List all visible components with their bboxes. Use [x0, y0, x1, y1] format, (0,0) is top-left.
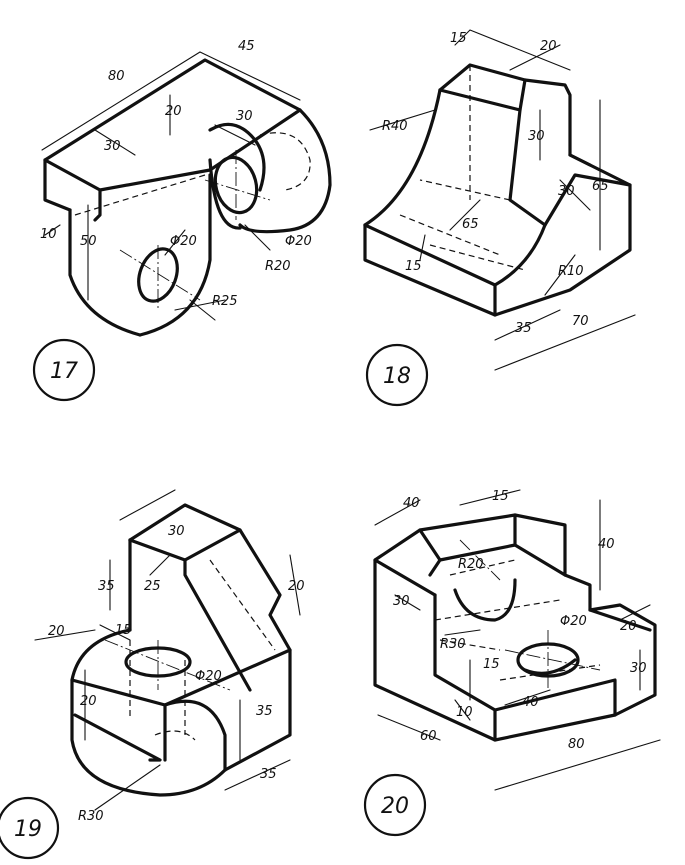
dim-30-a: 30 — [104, 139, 121, 154]
dim-40-a: 40 — [403, 496, 420, 511]
figure-17: 80 45 20 30 30 10 50 Φ20 Φ20 R20 R25 17 — [32, 39, 332, 402]
dim-30-b: 30 — [558, 184, 575, 199]
dim-20: 20 — [540, 39, 557, 54]
dim-65-a: 65 — [462, 217, 479, 232]
dim-phi20-b: Φ20 — [285, 234, 312, 249]
dim-45: 45 — [238, 39, 255, 54]
dim-35-a: 35 — [98, 579, 115, 594]
dim-30: 30 — [528, 129, 545, 144]
dim-20: 20 — [620, 619, 637, 634]
figure-18-badge — [365, 343, 429, 407]
dim-50: 50 — [80, 234, 97, 249]
dim-20-b: 20 — [48, 624, 65, 639]
dim-phi20-a: Φ20 — [170, 234, 197, 249]
dim-phi20: Φ20 — [560, 614, 587, 629]
dim-80: 80 — [108, 69, 125, 84]
dim-40-c: 40 — [522, 695, 539, 710]
figure-18-number: 18 — [383, 364, 411, 389]
dim-20: 20 — [165, 104, 182, 119]
dim-80: 80 — [568, 737, 585, 752]
dim-10: 10 — [456, 705, 473, 720]
figure-18: 15 20 R40 30 65 30 65 15 R10 35 70 18 — [363, 29, 636, 407]
dim-30-a: 30 — [393, 594, 410, 609]
figure-20-badge — [363, 773, 427, 837]
dim-60: 60 — [420, 729, 437, 744]
dim-10: 10 — [40, 227, 57, 242]
figure-19: 30 35 25 20 20 15 Φ20 20 35 35 R30 19 — [0, 489, 305, 860]
dim-r20: R20 — [265, 259, 291, 274]
dim-40-b: 40 — [598, 537, 615, 552]
dim-r30: R30 — [78, 809, 104, 824]
dim-35-c: 35 — [260, 767, 277, 782]
dim-20-a: 20 — [288, 579, 305, 594]
dim-r25: R25 — [212, 294, 238, 309]
figure-19-number: 19 — [14, 817, 42, 842]
dim-15: 15 — [450, 31, 467, 46]
dim-70: 70 — [572, 314, 589, 329]
dim-15: 15 — [115, 623, 132, 638]
dim-25: 25 — [144, 579, 161, 594]
figure-20: 40 15 R20 40 30 R30 15 Φ20 20 30 10 40 6… — [363, 489, 661, 837]
figure-17-badge — [32, 338, 96, 402]
dim-r30: R30 — [440, 637, 466, 652]
figure-20-number: 20 — [381, 794, 409, 819]
dim-65-b: 65 — [592, 179, 609, 194]
dim-30: 30 — [168, 524, 185, 539]
dim-r20: R20 — [458, 557, 484, 572]
dim-r10: R10 — [558, 264, 584, 279]
dim-35: 35 — [515, 321, 532, 336]
dim-35-b: 35 — [256, 704, 273, 719]
dim-30-b: 30 — [236, 109, 253, 124]
dim-15-b: 15 — [483, 657, 500, 672]
dim-r40: R40 — [382, 119, 408, 134]
dim-30-b: 30 — [630, 661, 647, 676]
dim-15-a: 15 — [492, 489, 509, 504]
figure-17-number: 17 — [50, 359, 78, 384]
dim-phi20: Φ20 — [195, 669, 222, 684]
dim-20-c: 20 — [80, 694, 97, 709]
figure-19-badge — [0, 796, 60, 860]
dim-15-b: 15 — [405, 259, 422, 274]
